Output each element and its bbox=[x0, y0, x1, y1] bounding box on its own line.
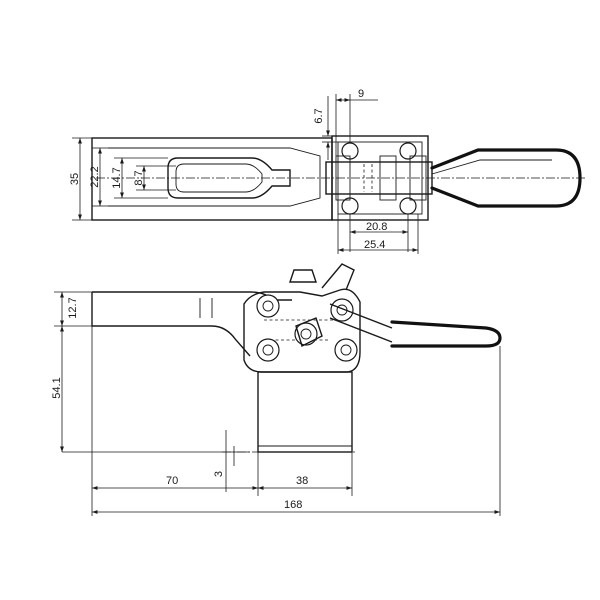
handle-side bbox=[329, 303, 502, 348]
dim-168: 168 bbox=[92, 346, 501, 516]
svg-text:3: 3 bbox=[213, 471, 225, 477]
pivot-1 bbox=[256, 294, 280, 318]
pivot-5 bbox=[334, 338, 358, 362]
svg-text:20.8: 20.8 bbox=[366, 221, 387, 233]
svg-text:38: 38 bbox=[296, 475, 308, 487]
svg-text:35: 35 bbox=[69, 173, 81, 185]
dim-38: 38 bbox=[258, 452, 353, 496]
dim-14-7: 14.7 bbox=[111, 157, 168, 199]
dim-54-1: 54.1 bbox=[51, 326, 250, 453]
dim-20-8: 20.8 bbox=[349, 214, 409, 252]
svg-text:12.7: 12.7 bbox=[67, 297, 79, 318]
pivot-4 bbox=[256, 338, 280, 362]
dim-9: 9 bbox=[335, 88, 378, 156]
dim-25-4: 25.4 bbox=[337, 214, 419, 254]
mount-hole-tr bbox=[399, 142, 417, 160]
dim-35: 35 bbox=[69, 137, 92, 221]
dim-70: 70 bbox=[91, 326, 259, 516]
dim-22-2: 22.2 bbox=[89, 147, 108, 207]
dim-8-7: 8.7 bbox=[133, 165, 176, 191]
svg-text:168: 168 bbox=[284, 499, 302, 511]
svg-text:6.7: 6.7 bbox=[313, 108, 325, 123]
svg-text:25.4: 25.4 bbox=[364, 239, 385, 251]
clamp-arm-top bbox=[91, 137, 333, 221]
svg-text:14.7: 14.7 bbox=[111, 167, 123, 188]
base-plate-side bbox=[257, 371, 353, 453]
svg-text:8.7: 8.7 bbox=[133, 170, 145, 185]
dim-6-7: 6.7 bbox=[313, 96, 338, 160]
linkage-body bbox=[243, 263, 361, 373]
dim-12-7: 12.7 bbox=[54, 291, 92, 327]
side-view: 12.7 54.1 3 70 38 bbox=[51, 263, 502, 516]
pivot-3 bbox=[330, 298, 354, 322]
top-view: 35 22.2 14.7 8.7 6.7 bbox=[69, 88, 586, 254]
svg-text:54.1: 54.1 bbox=[51, 377, 63, 398]
svg-text:22.2: 22.2 bbox=[89, 166, 101, 187]
svg-text:70: 70 bbox=[166, 475, 178, 487]
dim-3: 3 bbox=[213, 430, 235, 492]
base-plate-top bbox=[325, 135, 433, 221]
svg-text:9: 9 bbox=[358, 88, 364, 100]
